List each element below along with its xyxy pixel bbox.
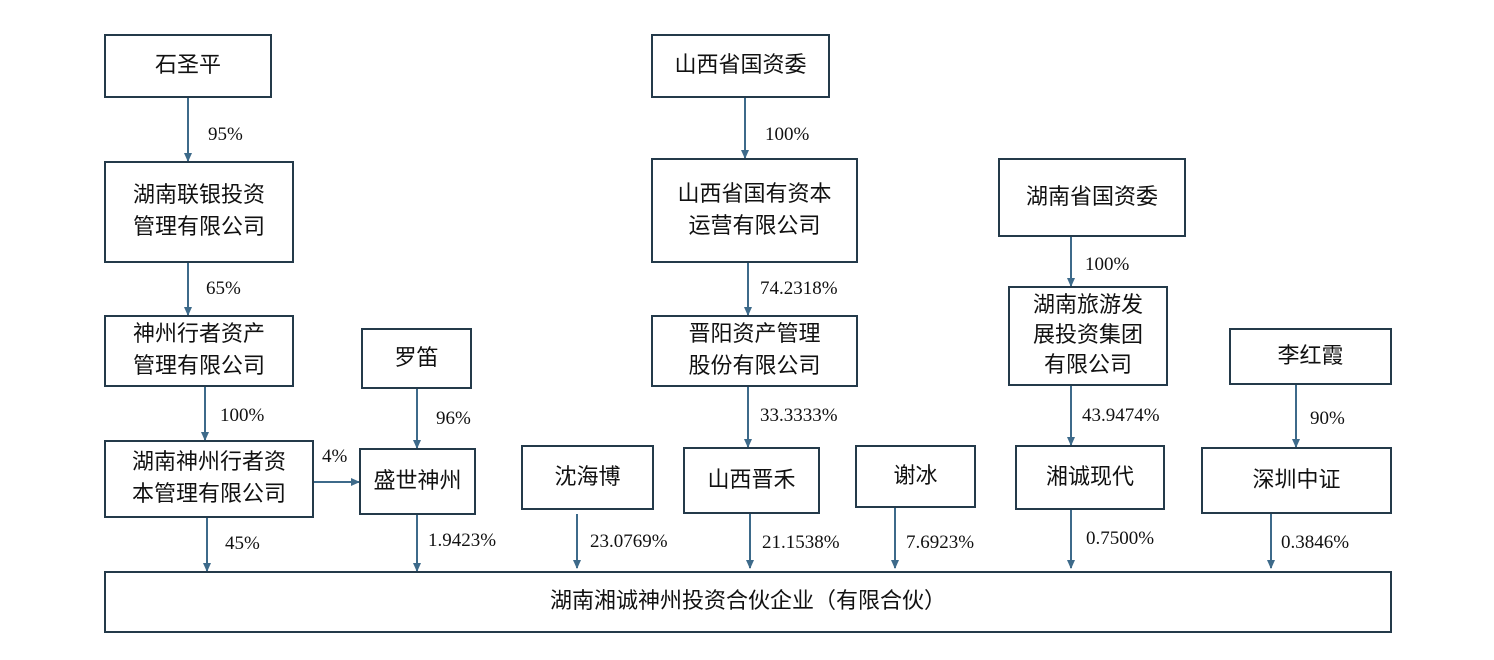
entity-xie-bing: 谢冰: [855, 445, 976, 508]
pct-lianyin-to-xingzhe-asset: 65%: [206, 278, 241, 299]
pct-shi-to-lianyin: 95%: [208, 124, 243, 145]
entity-label: 李红霞: [1277, 343, 1344, 369]
pct-shenzhen-to-target: 0.3846%: [1281, 532, 1350, 553]
entity-shi-shengping: 石圣平: [104, 34, 272, 98]
entity-shengshi-shenzhou: 盛世神州: [359, 448, 476, 515]
entity-label: 山西省国资委: [674, 53, 807, 79]
entity-label: 谢冰: [893, 463, 938, 489]
pct-shen-to-target: 23.0769%: [590, 531, 668, 552]
entity-shanxi-sasac: 山西省国资委: [651, 34, 830, 98]
entity-shanxi-jinhe: 山西晋禾: [683, 447, 820, 514]
entity-label: 湖南联银投资 管理有限公司: [132, 183, 265, 240]
entity-label: 湖南省国资委: [1025, 184, 1158, 210]
pct-tourism-to-xiangcheng: 43.9474%: [1082, 405, 1160, 426]
pct-capital-to-target: 45%: [225, 533, 260, 554]
entity-label: 湘诚现代: [1045, 464, 1134, 490]
entity-label: 罗笛: [394, 345, 439, 371]
entity-label: 沈海博: [554, 464, 621, 490]
pct-jinyang-to-jinhe: 33.3333%: [760, 405, 838, 426]
entity-shenzhen-zhongzheng: 深圳中证: [1201, 447, 1392, 514]
entity-label: 石圣平: [154, 53, 221, 79]
entity-hunan-shenzhou-xingzhe-capital: 湖南神州行者资 本管理有限公司: [104, 440, 314, 518]
entity-hunan-sasac: 湖南省国资委: [998, 158, 1186, 237]
entity-shanxi-state-capital: 山西省国有资本 运营有限公司: [651, 158, 858, 263]
entity-label: 深圳中证: [1252, 467, 1341, 493]
entity-label: 山西晋禾: [707, 467, 796, 493]
entity-label: 湖南旅游发 展投资集团 有限公司: [1032, 293, 1143, 378]
entity-luo-di: 罗笛: [361, 328, 472, 389]
pct-luo-to-shengshi: 96%: [436, 408, 471, 429]
entity-xiangcheng-xiandai: 湘诚现代: [1015, 445, 1165, 510]
entity-jinyang-asset: 晋阳资产管理 股份有限公司: [651, 315, 858, 387]
entity-label: 神州行者资产 管理有限公司: [132, 322, 265, 379]
pct-li-to-shenzhen: 90%: [1310, 408, 1345, 429]
entity-label: 湖南湘诚神州投资合伙企业（有限合伙）: [549, 589, 946, 615]
entity-shenzhou-xingzhe-asset: 神州行者资产 管理有限公司: [104, 315, 294, 387]
entity-target-partnership: 湖南湘诚神州投资合伙企业（有限合伙）: [104, 571, 1392, 633]
pct-xingzhe-asset-to-capital: 100%: [220, 405, 265, 426]
pct-xiangcheng-to-target: 0.7500%: [1086, 528, 1155, 549]
entity-label: 湖南神州行者资 本管理有限公司: [131, 450, 286, 507]
pct-state-capital-to-jinyang: 74.2318%: [760, 278, 838, 299]
pct-xie-to-target: 7.6923%: [906, 532, 975, 553]
entity-label: 晋阳资产管理 股份有限公司: [688, 322, 821, 379]
entity-hunan-lianyin: 湖南联银投资 管理有限公司: [104, 161, 294, 263]
entity-label: 盛世神州: [373, 468, 462, 494]
pct-capital-to-shengshi: 4%: [322, 446, 348, 467]
entity-label: 山西省国有资本 运营有限公司: [677, 181, 832, 239]
pct-shengshi-to-target: 1.9423%: [428, 530, 497, 551]
entity-li-hongxia: 李红霞: [1229, 328, 1392, 385]
pct-sasac-to-state-capital: 100%: [765, 124, 810, 145]
pct-jinhe-to-target: 21.1538%: [762, 532, 840, 553]
pct-hunan-sasac-to-tourism: 100%: [1085, 254, 1130, 275]
entity-hunan-tourism: 湖南旅游发 展投资集团 有限公司: [1008, 286, 1168, 386]
entity-shen-haibo: 沈海博: [521, 445, 654, 510]
